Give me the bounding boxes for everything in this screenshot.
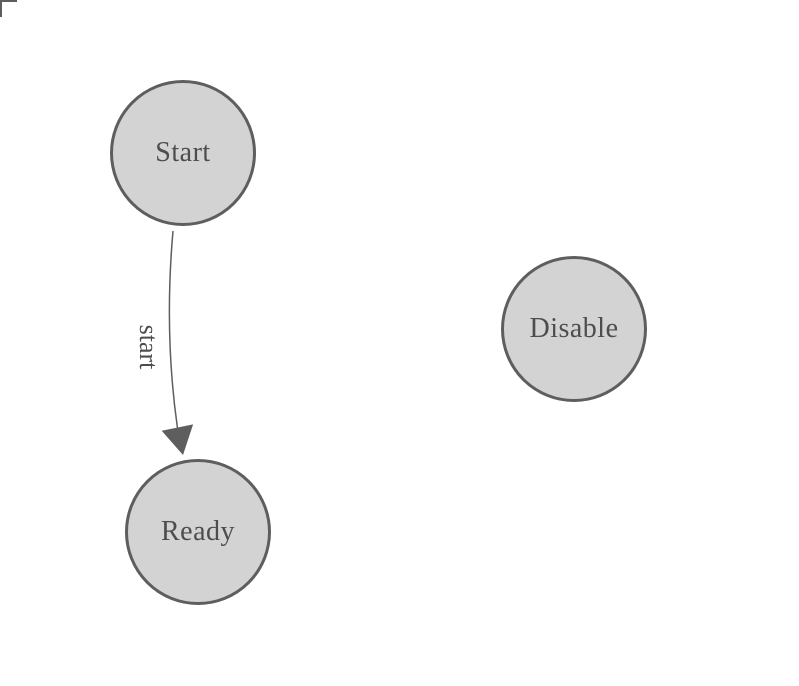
arrowhead-icon — [161, 424, 194, 455]
canvas-corner-icon — [0, 0, 17, 17]
state-node-start[interactable]: Start — [110, 80, 256, 226]
state-label-start: Start — [155, 137, 211, 168]
state-label-disable: Disable — [529, 313, 619, 344]
state-label-ready: Ready — [160, 516, 236, 547]
state-node-disable[interactable]: Disable — [501, 256, 647, 402]
state-node-ready[interactable]: Ready — [125, 459, 271, 605]
transition-edge-start-to-ready[interactable] — [168, 230, 179, 428]
transition-label-start[interactable]: start — [134, 324, 163, 370]
